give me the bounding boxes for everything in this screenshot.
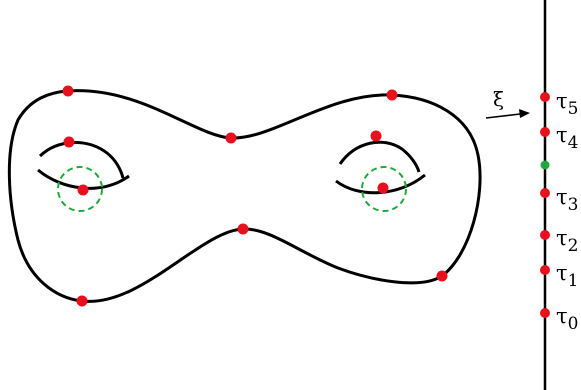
surface-outline: [7, 89, 482, 303]
critical-point-bottom-right: [436, 270, 448, 282]
axis-level-points: [540, 92, 550, 318]
tau5-subscript: 5: [568, 99, 579, 119]
critical-point-right-handle-bottom: [377, 182, 389, 194]
critical-point-lower-saddle: [237, 223, 249, 235]
tau1-subscript: 1: [568, 271, 579, 291]
regular-value-point: [540, 160, 550, 170]
tau3-symbol: τ: [556, 185, 568, 209]
xi-arrow: ξ: [485, 87, 530, 119]
tau4-subscript: 4: [568, 133, 579, 153]
tau0-point: [540, 308, 550, 318]
tau5-label: τ5: [556, 89, 578, 119]
tau1-label: τ1: [556, 261, 578, 291]
critical-point-top-left: [62, 85, 74, 97]
tau4-label: τ4: [556, 123, 578, 153]
right-handle-circle: [361, 166, 407, 212]
tau5-symbol: τ: [556, 89, 568, 113]
tau5-point: [540, 92, 550, 102]
critical-point-upper-saddle: [225, 132, 237, 144]
tau1-symbol: τ: [556, 261, 568, 285]
xi-label: ξ: [493, 87, 504, 111]
xi-arrow-shaft: [485, 113, 521, 119]
critical-point-right-handle-top: [370, 130, 382, 142]
critical-point-left-handle-top: [63, 136, 75, 148]
tau4-symbol: τ: [556, 123, 568, 147]
tau3-subscript: 3: [568, 195, 579, 215]
right-handle-upper-arc: [338, 140, 421, 173]
tau0-label: τ0: [556, 304, 578, 334]
surface-critical-points: [62, 85, 448, 307]
axis-level-labels: τ5 τ4 τ3 τ2 τ1 τ0: [556, 89, 578, 334]
right-handle: [335, 140, 426, 212]
tau2-label: τ2: [556, 226, 578, 256]
tau2-point: [540, 230, 550, 240]
left-handle: [37, 140, 130, 212]
tau2-subscript: 2: [568, 236, 579, 256]
tau3-point: [540, 188, 550, 198]
tau1-point: [540, 265, 550, 275]
left-handle-upper-arc: [38, 140, 125, 179]
tau0-symbol: τ: [556, 304, 568, 328]
right-handle-lower-arc: [335, 173, 426, 195]
tau2-symbol: τ: [556, 226, 568, 250]
tau0-subscript: 0: [568, 314, 579, 334]
tau3-label: τ3: [556, 185, 578, 215]
critical-point-left-handle-bottom: [77, 184, 89, 196]
xi-arrow-head: [519, 109, 530, 118]
left-handle-circle: [57, 166, 103, 212]
critical-point-top-right: [386, 89, 398, 101]
tau4-point: [540, 127, 550, 137]
critical-point-bottom-left: [76, 295, 88, 307]
